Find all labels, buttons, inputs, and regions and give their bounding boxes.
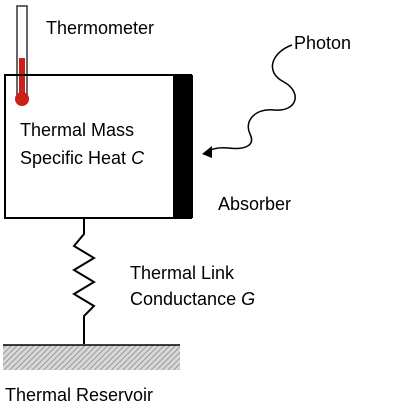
photon-label: Photon (294, 33, 351, 53)
photon-arrow (202, 44, 296, 158)
thermometer (15, 5, 29, 106)
photon-arrowhead (202, 146, 212, 158)
thermometer-fluid (19, 58, 25, 96)
absorber-label: Absorber (218, 194, 291, 214)
thermal-link-label: Thermal Link (130, 263, 235, 283)
specific-heat-label: Specific Heat C (20, 148, 145, 168)
conductance-variable: G (241, 289, 255, 309)
specific-heat-text: Specific Heat (20, 148, 131, 168)
thermal-mass-label: Thermal Mass (20, 120, 134, 140)
thermal-reservoir-block (3, 345, 180, 370)
specific-heat-variable: C (131, 148, 145, 168)
thermometer-bulb (15, 92, 29, 106)
absorber-bar (173, 75, 193, 218)
thermometer-label: Thermometer (46, 18, 154, 38)
conductance-text: Conductance (130, 289, 241, 309)
thermal-reservoir-label: Thermal Reservoir (5, 385, 153, 405)
conductance-label: Conductance G (130, 289, 255, 309)
thermal-link-spring (72, 218, 96, 344)
thermal-mass-box (4, 74, 192, 219)
